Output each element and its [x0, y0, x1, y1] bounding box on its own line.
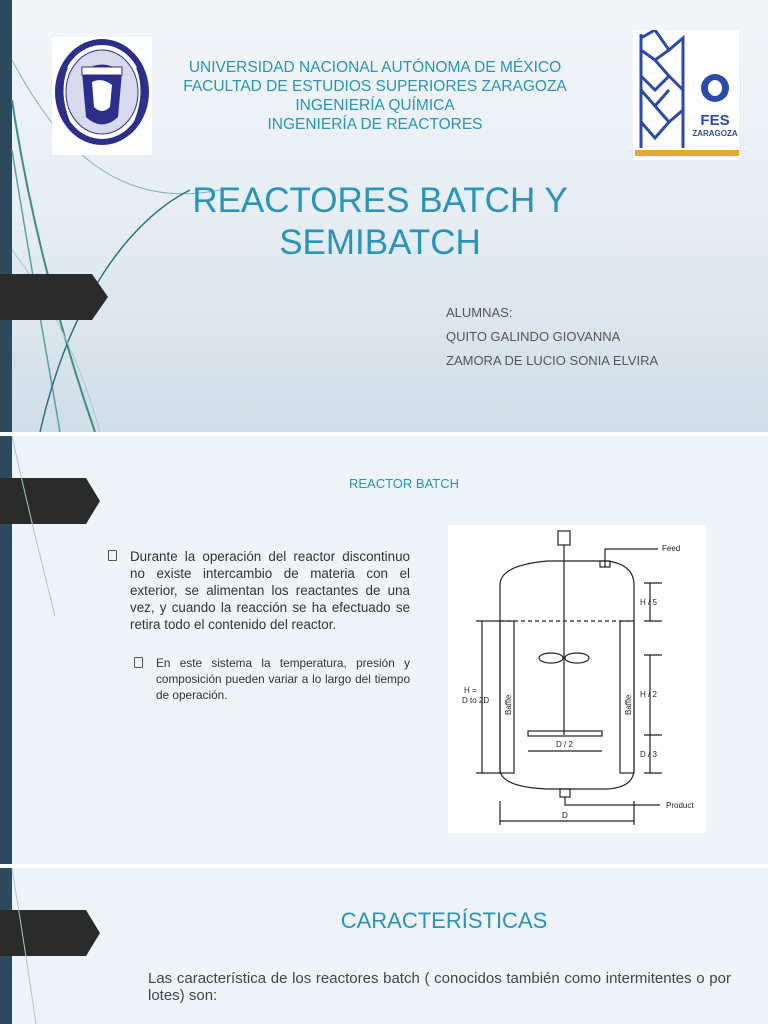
d2-label: D / 2: [556, 740, 573, 749]
bullet-text-2: En este sistema la temperatura, presión …: [156, 656, 410, 702]
title-slide: FES ZARAGOZA UNIVERSIDAD NACIONAL AUTÓNO…: [0, 0, 768, 432]
students-block: ALUMNAS: QUITO GALINDO GIOVANNA ZAMORA D…: [446, 305, 658, 377]
batch-reactor-diagram: Feed Product H / 5 H / 2 D / 3 D / 2 D H…: [448, 525, 706, 833]
dark-tab-arrow: [0, 478, 100, 524]
faculty-name: FACULTAD DE ESTUDIOS SUPERIORES ZARAGOZA: [183, 78, 567, 95]
student-name-1: QUITO GALINDO GIOVANNA: [446, 329, 621, 344]
decorative-curves: [11, 436, 56, 617]
caracteristicas-slide: CARACTERÍSTICAS Las característica de lo…: [0, 868, 768, 1024]
h5-label: H / 5: [640, 598, 657, 607]
dark-tab-arrow: [0, 274, 108, 320]
bullet-icon: [134, 657, 143, 668]
reactor-batch-slide: REACTOR BATCH Durante la operación del r…: [0, 436, 768, 864]
unam-logo: [52, 37, 152, 155]
intro-text: Las característica de los reactores batc…: [148, 970, 731, 1004]
decorative-curves: [11, 868, 37, 1024]
institution-header: UNIVERSIDAD NACIONAL AUTÓNOMA DE MÉXICO …: [160, 58, 590, 134]
fes-zaragoza-logo: FES ZARAGOZA: [633, 30, 739, 160]
slide-title: CARACTERÍSTICAS: [340, 908, 548, 933]
baffle-right-label: Baffle: [624, 694, 633, 715]
feed-label: Feed: [662, 544, 680, 553]
bullet-text-1: Durante la operación del reactor discont…: [130, 549, 410, 632]
career-name: INGENIERÍA QUÍMICA: [295, 97, 455, 114]
course-name: INGENIERÍA DE REACTORES: [267, 116, 483, 133]
presentation-title: REACTORES BATCH Y SEMIBATCH: [150, 180, 610, 264]
bullet-list: Durante la operación del reactor discont…: [108, 548, 410, 703]
h-equals-label: H =: [464, 686, 477, 695]
left-accent-bar: [0, 436, 12, 864]
slide-separator: [0, 432, 768, 436]
bullet-item-2: En este sistema la temperatura, presión …: [134, 655, 410, 703]
d3-label: D / 3: [640, 750, 657, 759]
student-name-2: ZAMORA DE LUCIO SONIA ELVIRA: [446, 353, 659, 368]
slide-separator: [0, 864, 768, 868]
university-name: UNIVERSIDAD NACIONAL AUTÓNOMA DE MÉXICO: [188, 59, 562, 76]
baffle-left-label: Baffle: [504, 694, 513, 715]
title-line-2: SEMIBATCH: [279, 223, 481, 262]
bullet-icon: [108, 550, 117, 561]
left-accent-bar: [0, 0, 12, 432]
d-label: D: [562, 811, 568, 820]
zaragoza-logo-text: ZARAGOZA: [692, 129, 738, 138]
title-line-1: REACTORES BATCH Y: [192, 181, 568, 220]
slide-title: REACTOR BATCH: [348, 476, 460, 491]
dark-tab-arrow: [0, 910, 100, 956]
bullet-item-1: Durante la operación del reactor discont…: [108, 548, 410, 633]
d-to-2d-label: D to 2D: [462, 696, 489, 705]
students-label: ALUMNAS:: [446, 305, 513, 320]
fes-logo-text: FES: [700, 112, 729, 129]
product-label: Product: [666, 801, 694, 810]
h2-label: H / 2: [640, 690, 657, 699]
